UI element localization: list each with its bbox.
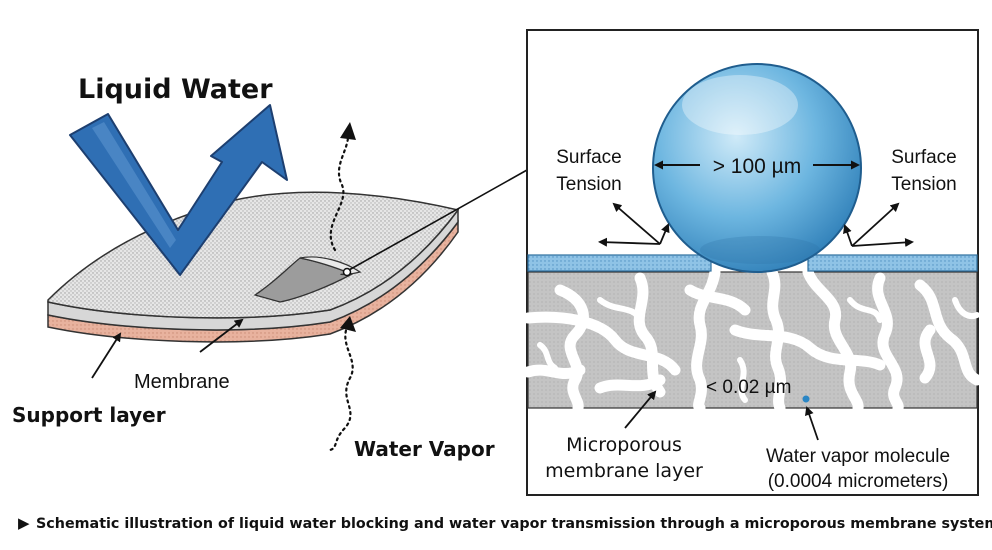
top-layer-right — [807, 254, 978, 272]
surface-tension-right-line1: Surface — [891, 147, 956, 168]
pore-network — [522, 266, 983, 414]
liquid-water-title: Liquid Water — [78, 74, 273, 105]
surface-tension-left-line1: Surface — [556, 147, 621, 168]
microporous-layer-pointer — [624, 390, 657, 429]
vapor-molecule-label-line1: Water vapor molecule — [766, 446, 950, 467]
detail-panel: > 100 µm Surface Tension Surface Tension… — [522, 29, 983, 496]
surface-tension-left-arrows — [598, 202, 670, 247]
caption-marker: ▶ — [18, 514, 30, 532]
surface-tension-right-line2: Tension — [891, 174, 957, 195]
surface-tension-right-arrows — [843, 202, 914, 247]
water-vapor-label: Water Vapor — [354, 437, 495, 461]
support-layer-label: Support layer — [12, 403, 166, 427]
vapor-molecule-pointer — [805, 406, 819, 441]
microporous-label-line2: membrane layer — [545, 460, 703, 482]
membrane-label: Membrane — [134, 371, 230, 393]
vapor-path-up — [329, 122, 356, 252]
water-droplet — [652, 63, 862, 273]
vapor-path-down — [328, 316, 356, 452]
surface-tension-left-line2: Tension — [556, 174, 622, 195]
zoom-origin-dot — [342, 267, 352, 277]
vapor-molecule-dot — [802, 395, 810, 403]
membrane-pointer — [199, 318, 244, 353]
vapor-molecule-label-line2: (0.0004 micrometers) — [768, 471, 949, 492]
pore-size-label: < 0.02 µm — [706, 377, 791, 398]
droplet-size-label: > 100 µm — [713, 155, 802, 178]
zoom-leader-line — [348, 169, 528, 271]
microporous-label-line1: Microporous — [566, 434, 682, 456]
support-layer-pointer — [91, 332, 122, 379]
membrane-sheet-illustration — [47, 191, 460, 343]
caption-text: Schematic illustration of liquid water b… — [36, 516, 992, 532]
liquid-water-arrow — [69, 104, 288, 276]
top-sheet-shape — [47, 191, 460, 319]
top-layer-left — [527, 254, 712, 272]
